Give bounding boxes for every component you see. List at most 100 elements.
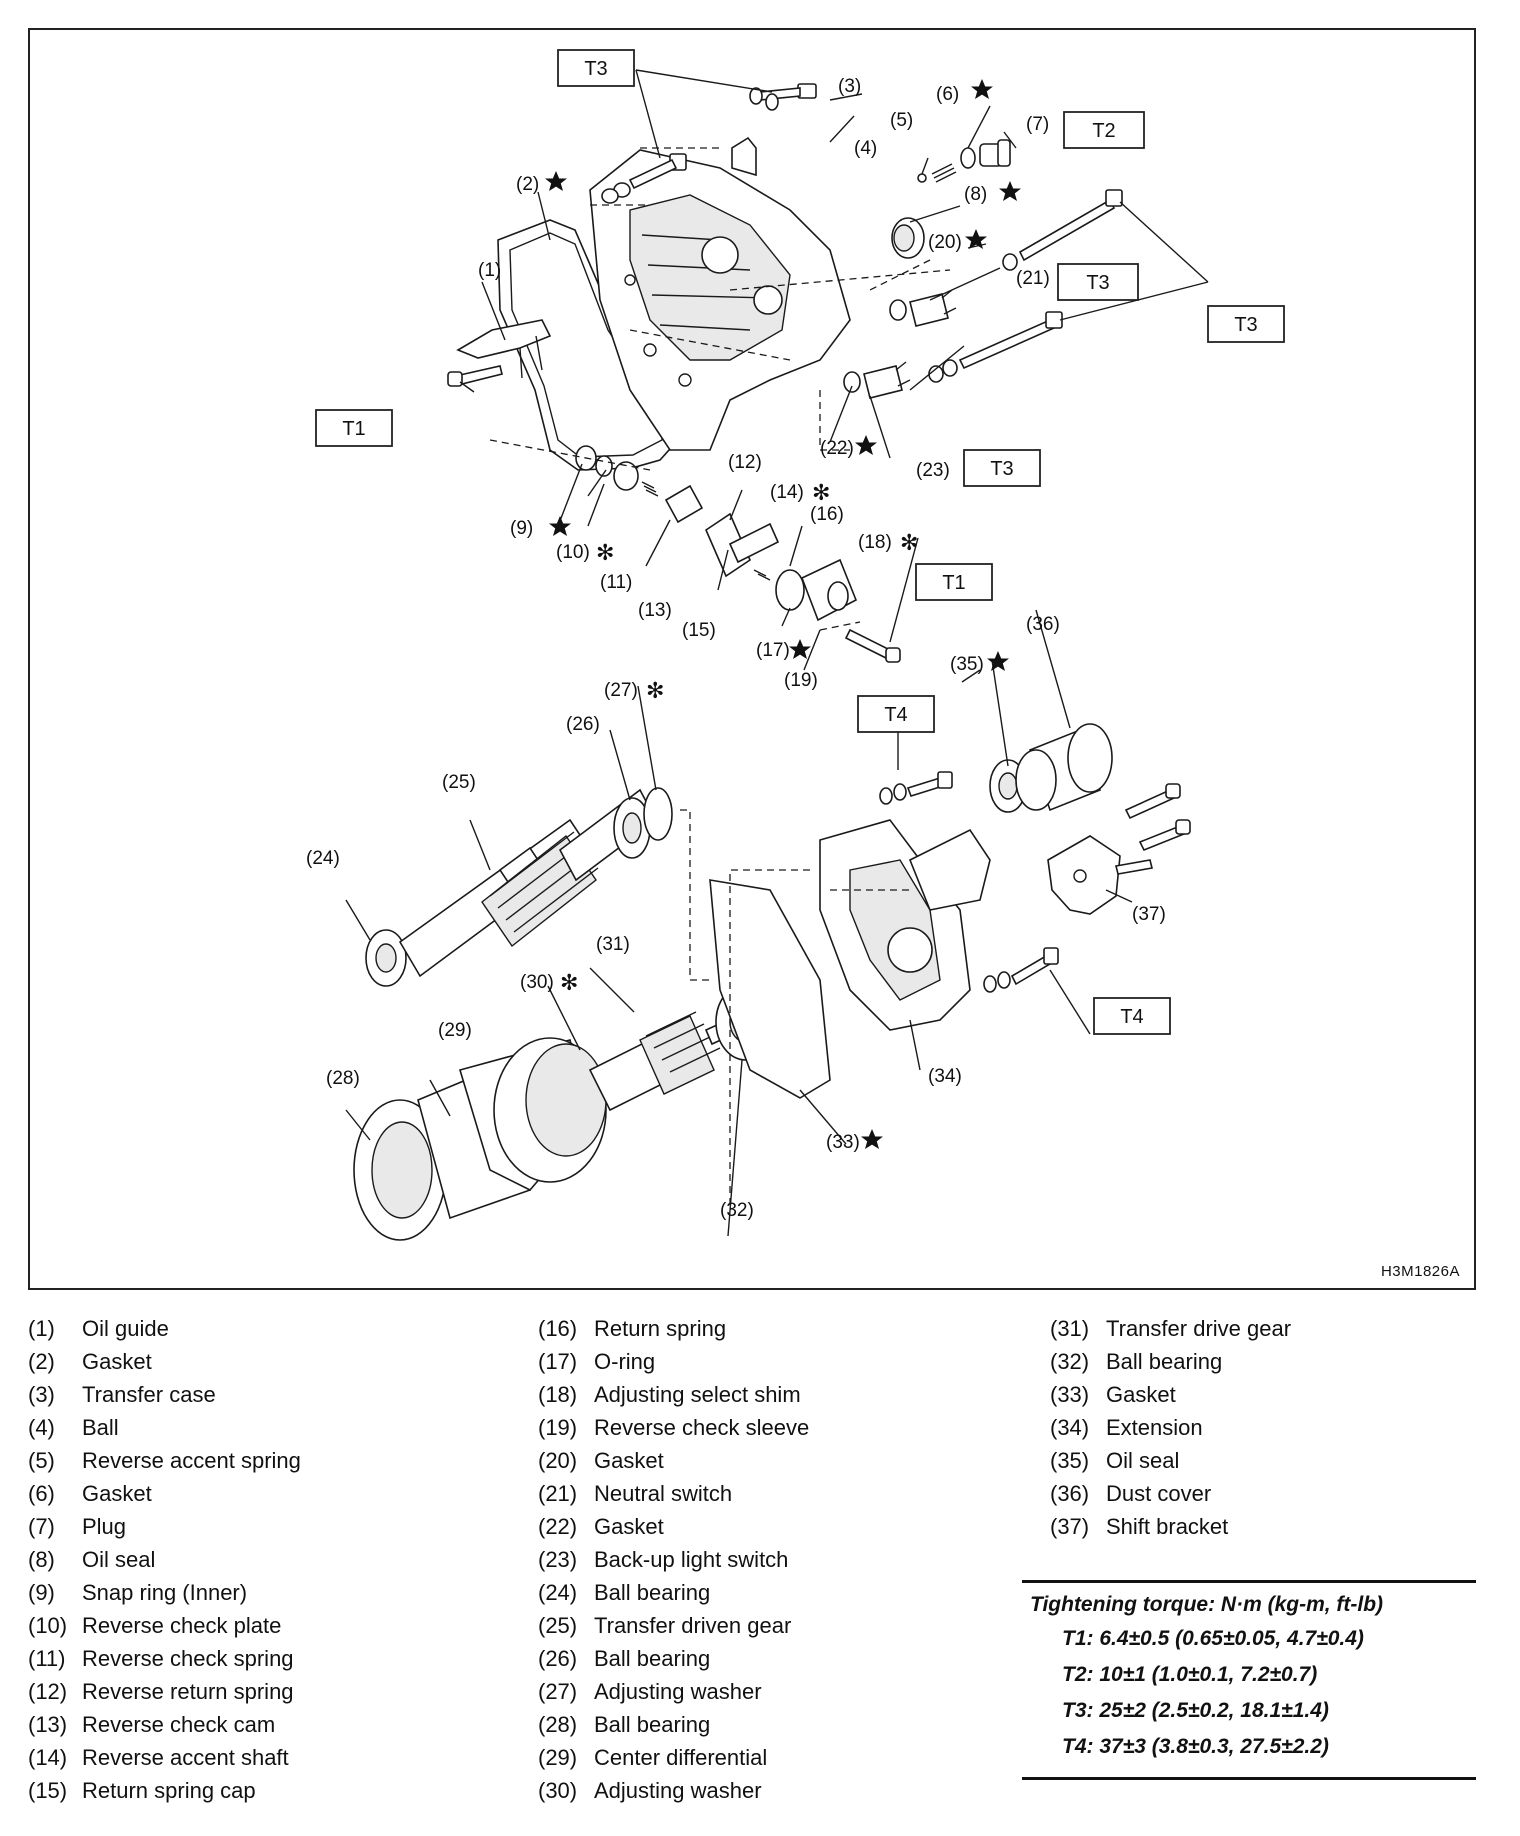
legend-name: Transfer case bbox=[82, 1382, 216, 1407]
legend-name: Ball bearing bbox=[594, 1580, 711, 1605]
neutral-switch-21-drawing bbox=[909, 289, 957, 327]
legend-number: (16) bbox=[538, 1316, 578, 1341]
dust-cover-36-drawing bbox=[1015, 723, 1113, 812]
star-17 bbox=[789, 639, 811, 659]
callout-30: (30) bbox=[520, 972, 554, 993]
legend-name: Neutral switch bbox=[594, 1481, 733, 1506]
legend-name: Back-up light switch bbox=[594, 1547, 789, 1572]
asterisk-18: ✻ bbox=[900, 531, 918, 556]
star-6 bbox=[971, 79, 993, 99]
legend-name: Reverse check cam bbox=[82, 1712, 276, 1737]
legend-item: (27)Adjusting washer bbox=[538, 1675, 762, 1708]
callout-24: (24) bbox=[306, 848, 340, 869]
legend-name: Ball bearing bbox=[1106, 1349, 1223, 1374]
legend-number: (6) bbox=[28, 1481, 55, 1506]
legend-number: (13) bbox=[28, 1712, 68, 1737]
legend-item: (23)Back-up light switch bbox=[538, 1543, 788, 1576]
center-differential-drawing bbox=[353, 1008, 758, 1241]
callout-37: (37) bbox=[1132, 904, 1166, 925]
bolt-t1-upper-drawing bbox=[447, 365, 503, 387]
gasket-22-drawing bbox=[843, 371, 861, 393]
callout-11: (11) bbox=[600, 572, 632, 593]
legend-item: (1)Oil guide bbox=[28, 1312, 169, 1345]
callout-2: (2) bbox=[516, 174, 539, 195]
legend-number: (31) bbox=[1050, 1316, 1090, 1341]
legend-name: Plug bbox=[82, 1514, 127, 1539]
figure-code: H3M1826A bbox=[1380, 1263, 1460, 1280]
gasket-6-drawing bbox=[960, 147, 976, 169]
legend-name: Oil seal bbox=[1106, 1448, 1180, 1473]
legend-column-1: (1)Oil guide (2)Gasket (3)Transfer case … bbox=[28, 1312, 301, 1807]
svg-text:T4: T4 bbox=[1120, 1006, 1143, 1028]
alignment-lines-upper bbox=[590, 147, 951, 361]
asterisk-14: ✻ bbox=[812, 481, 830, 506]
legend-item: (35)Oil seal bbox=[1050, 1444, 1179, 1477]
callout-23: (23) bbox=[916, 460, 950, 481]
legend-name: Ball bearing bbox=[594, 1712, 711, 1737]
torque-title: Tightening torque: N·m (kg-m, ft-lb) bbox=[1030, 1593, 1384, 1616]
svg-text:T3: T3 bbox=[584, 58, 607, 80]
legend-number: (32) bbox=[1050, 1349, 1090, 1374]
legend-name: Shift bracket bbox=[1106, 1514, 1229, 1539]
legend-name: Adjusting washer bbox=[594, 1679, 762, 1704]
legend-item: (13) Reverse check cam bbox=[28, 1708, 275, 1741]
callout-20: (20) bbox=[928, 232, 962, 253]
legend-item: (11)Reverse check spring bbox=[28, 1642, 294, 1675]
svg-text:T3: T3 bbox=[1086, 272, 1109, 294]
ball-4-drawing bbox=[917, 173, 927, 183]
callout-5: (5) bbox=[890, 110, 913, 131]
legend-item: (36)Dust cover bbox=[1050, 1477, 1211, 1510]
torque-box-t2: T2 bbox=[1063, 111, 1145, 149]
legend-item: (22)Gasket bbox=[538, 1510, 664, 1543]
legend-item: (15)Return spring cap bbox=[28, 1774, 256, 1807]
svg-text:T1: T1 bbox=[942, 572, 965, 594]
legend-number: (17) bbox=[538, 1349, 578, 1374]
callout-19: (19) bbox=[784, 670, 818, 691]
legend-name: Gasket bbox=[594, 1448, 664, 1473]
shift-bracket-37-drawing bbox=[1047, 835, 1153, 915]
callout-14: (14) bbox=[770, 482, 804, 503]
legend-item: (32) Ball bearing bbox=[1050, 1345, 1222, 1378]
driven-gear-shaft-drawing bbox=[365, 787, 673, 987]
asterisk-27: ✻ bbox=[646, 679, 664, 704]
legend-number: (5) bbox=[28, 1448, 55, 1473]
callout-4: (4) bbox=[854, 138, 877, 159]
bolt-t4-lower-drawing bbox=[983, 947, 1059, 993]
legend-name: Gasket bbox=[82, 1481, 152, 1506]
legend-name: Transfer driven gear bbox=[594, 1613, 792, 1638]
legend-number: (37) bbox=[1050, 1514, 1090, 1539]
torque-box-t1-left: T1 bbox=[315, 409, 393, 447]
callout-35: (35) bbox=[950, 654, 984, 675]
transfer-case-3-drawing bbox=[589, 136, 851, 451]
parts-legend: (1)Oil guide (2)Gasket (3)Transfer case … bbox=[28, 1312, 1488, 1822]
legend-name: Reverse check spring bbox=[82, 1646, 294, 1671]
torque-box-t3-long: T3 bbox=[1207, 305, 1285, 343]
legend-item: (29)Center differential bbox=[538, 1741, 767, 1774]
svg-text:T3: T3 bbox=[1234, 314, 1257, 336]
callout-29: (29) bbox=[438, 1020, 472, 1041]
legend-number: (22) bbox=[538, 1514, 578, 1539]
legend-name: Return spring cap bbox=[82, 1778, 256, 1803]
svg-text:T1: T1 bbox=[342, 418, 365, 440]
callout-26: (26) bbox=[566, 714, 600, 735]
legend-name: Oil seal bbox=[82, 1547, 156, 1572]
callout-32: (32) bbox=[720, 1200, 754, 1221]
legend-name: Ball bbox=[82, 1415, 119, 1440]
callout-17: (17) bbox=[756, 640, 790, 661]
legend-number: (1) bbox=[28, 1316, 55, 1341]
star-8 bbox=[999, 181, 1021, 201]
legend-item: (7)Plug bbox=[28, 1510, 126, 1543]
legend-name: Gasket bbox=[1106, 1382, 1176, 1407]
asterisk-30: ✻ bbox=[560, 971, 578, 996]
legend-number: (3) bbox=[28, 1382, 55, 1407]
asterisk-10: ✻ bbox=[596, 541, 614, 566]
legend-item: (37) Shift bracket bbox=[1050, 1510, 1228, 1543]
callout-18: (18) bbox=[858, 532, 892, 553]
legend-number: (30) bbox=[538, 1778, 578, 1803]
legend-name: Return spring bbox=[594, 1316, 727, 1341]
legend-number: (2) bbox=[28, 1349, 55, 1374]
legend-item: (25)Transfer driven gear bbox=[538, 1609, 791, 1642]
legend-number: (33) bbox=[1050, 1382, 1090, 1407]
legend-item: (20)Gasket bbox=[538, 1444, 664, 1477]
legend-name: Gasket bbox=[82, 1349, 152, 1374]
